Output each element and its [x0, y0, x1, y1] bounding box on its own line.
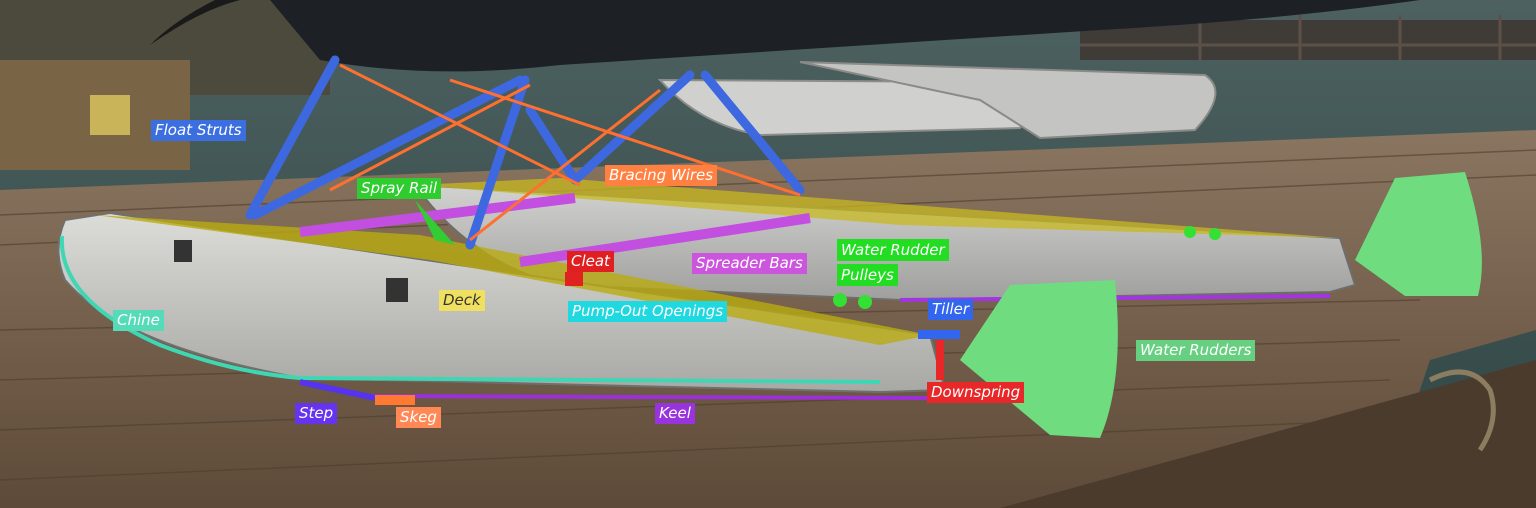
rudder-pulley-4 [1209, 228, 1221, 240]
downspring-mark [936, 340, 944, 380]
tiller-mark [918, 330, 960, 339]
dock-frame [1000, 360, 1536, 508]
label-water-rudder-pulleys-line1: Water Rudder [837, 239, 949, 261]
float-struts [245, 55, 805, 250]
pump-out-opening-2 [386, 278, 408, 302]
rudder-pulley-3 [1184, 226, 1196, 238]
label-water-rudders: Water Rudders [1136, 340, 1256, 361]
spreader-bar-1 [299, 193, 576, 237]
label-keel: Keel [655, 403, 695, 424]
label-float-struts: Float Struts [151, 120, 246, 141]
far-dock [1080, 20, 1536, 60]
rudder-pulley-1 [833, 293, 847, 307]
label-downspring: Downspring [927, 382, 1025, 403]
keel-line [369, 394, 931, 400]
label-tiller: Tiller [928, 299, 974, 320]
background-float-2 [799, 61, 1217, 140]
chine-line [59, 235, 881, 384]
spray-rail [415, 200, 455, 245]
label-spray-rail: Spray Rail [357, 178, 441, 199]
step-line [299, 379, 376, 401]
label-skeg: Skeg [396, 407, 441, 428]
label-chine: Chine [113, 310, 164, 331]
label-step: Step [295, 403, 338, 424]
rudder-pulley-2 [858, 295, 872, 309]
label-cleat: Cleat [567, 251, 614, 272]
bracing-wires [329, 63, 801, 242]
fuselage [270, 0, 1420, 72]
water-rudder-front [960, 280, 1118, 438]
back-float-deck [415, 178, 1340, 238]
cleat-mark [565, 272, 583, 286]
label-bracing-wires: Bracing Wires [605, 165, 718, 186]
label-pump-out-openings: Pump-Out Openings [568, 301, 728, 322]
label-spreader-bars: Spreader Bars [692, 253, 807, 274]
water-rudder-back [1355, 172, 1482, 296]
skeg-mark [375, 395, 415, 405]
label-deck: Deck [439, 290, 485, 311]
mooring-rope [1428, 369, 1496, 452]
label-water-rudder-pulleys-line2: Pulleys [837, 264, 898, 286]
pump-out-opening-1 [174, 240, 192, 262]
lumber-yellow [90, 95, 130, 135]
